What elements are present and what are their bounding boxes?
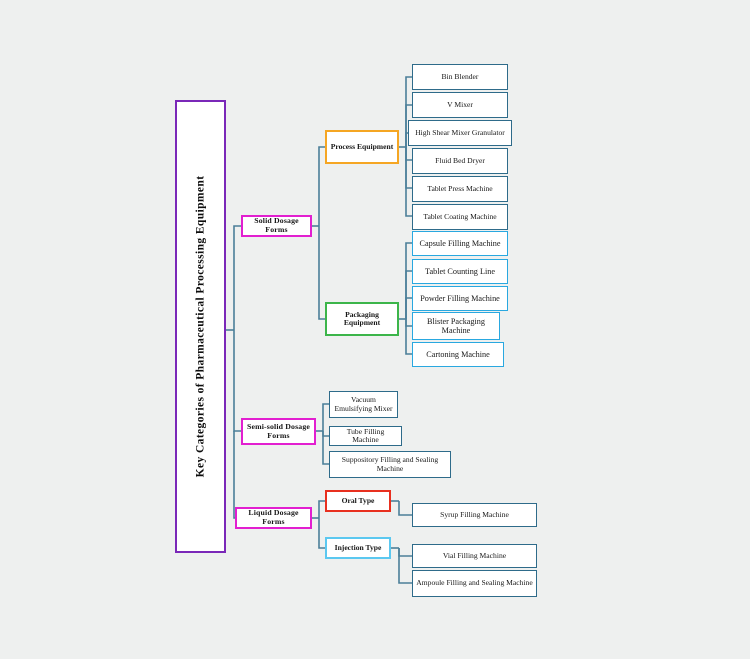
leaf-node[interactable]: Powder Filling Machine bbox=[412, 286, 508, 311]
leaf-node[interactable]: Tablet Counting Line bbox=[412, 259, 508, 284]
leaf-label: Syrup Filling Machine bbox=[440, 509, 509, 519]
leaf-label: Suppository Filling and Sealing Machine bbox=[341, 455, 439, 473]
leaf-node[interactable]: Fluid Bed Dryer bbox=[412, 148, 508, 174]
leaf-label: Vacuum Emulsifying Mixer bbox=[334, 395, 393, 413]
leaf-label: Ampoule Filling and Sealing Machine bbox=[416, 578, 533, 588]
leaf-node[interactable]: Ampoule Filling and Sealing Machine bbox=[412, 570, 537, 597]
group-node-oral-type[interactable]: Oral Type bbox=[325, 490, 391, 512]
group-node-injection-type[interactable]: Injection Type bbox=[325, 537, 391, 559]
category-node-solid-dosage-forms[interactable]: Solid Dosage Forms bbox=[241, 215, 312, 237]
group-label-injection: Injection Type bbox=[334, 542, 382, 552]
leaf-node[interactable]: Tablet Coating Machine bbox=[412, 204, 508, 230]
category-node-liquid-dosage-forms[interactable]: Liquid Dosage Forms bbox=[235, 507, 312, 529]
category-label-semisolid: Semi-solid Dosage Forms bbox=[247, 421, 310, 440]
leaf-label: Tablet Coating Machine bbox=[423, 211, 497, 221]
leaf-node[interactable]: Suppository Filling and Sealing Machine bbox=[329, 451, 451, 478]
root-node-label: Key Categories of Pharmaceutical Process… bbox=[194, 175, 207, 478]
group-node-process-equipment[interactable]: Process Equipment bbox=[325, 130, 399, 164]
leaf-label: Capsule Filling Machine bbox=[419, 238, 501, 248]
leaf-node[interactable]: Capsule Filling Machine bbox=[412, 231, 508, 256]
root-node[interactable]: Key Categories of Pharmaceutical Process… bbox=[175, 100, 226, 553]
leaf-node[interactable]: Syrup Filling Machine bbox=[412, 503, 537, 527]
leaf-label: Cartoning Machine bbox=[426, 349, 490, 359]
leaf-label: Powder Filling Machine bbox=[420, 293, 500, 303]
leaf-node[interactable]: Blister Packaging Machine bbox=[412, 312, 500, 340]
leaf-node[interactable]: Vacuum Emulsifying Mixer bbox=[329, 391, 398, 418]
leaf-label: Blister Packaging Machine bbox=[427, 316, 485, 335]
leaf-label: High Shear Mixer Granulator bbox=[415, 127, 505, 137]
leaf-label: Tablet Press Machine bbox=[427, 183, 493, 193]
leaf-node[interactable]: Bin Blender bbox=[412, 64, 508, 90]
group-label-oral: Oral Type bbox=[341, 495, 375, 505]
leaf-label: Tube Filling Machine bbox=[346, 426, 385, 444]
group-label-process: Process Equipment bbox=[330, 141, 394, 151]
group-label-packaging: Packaging Equipment bbox=[343, 309, 381, 327]
leaf-node[interactable]: High Shear Mixer Granulator bbox=[408, 120, 512, 146]
category-node-semi-solid-dosage-forms[interactable]: Semi-solid Dosage Forms bbox=[241, 418, 316, 445]
category-label-liquid: Liquid Dosage Forms bbox=[248, 508, 299, 526]
leaf-label: Fluid Bed Dryer bbox=[435, 155, 485, 165]
category-label-solid: Solid Dosage Forms bbox=[254, 216, 299, 234]
leaf-label: Bin Blender bbox=[441, 71, 479, 81]
leaf-label: Vial Filling Machine bbox=[442, 550, 507, 560]
group-node-packaging-equipment[interactable]: Packaging Equipment bbox=[325, 302, 399, 336]
leaf-label: V Mixer bbox=[447, 99, 473, 109]
leaf-node[interactable]: V Mixer bbox=[412, 92, 508, 118]
leaf-node[interactable]: Tablet Press Machine bbox=[412, 176, 508, 202]
leaf-node[interactable]: Tube Filling Machine bbox=[329, 426, 402, 446]
leaf-node[interactable]: Vial Filling Machine bbox=[412, 544, 537, 568]
leaf-node[interactable]: Cartoning Machine bbox=[412, 342, 504, 367]
leaf-label: Tablet Counting Line bbox=[425, 266, 495, 276]
